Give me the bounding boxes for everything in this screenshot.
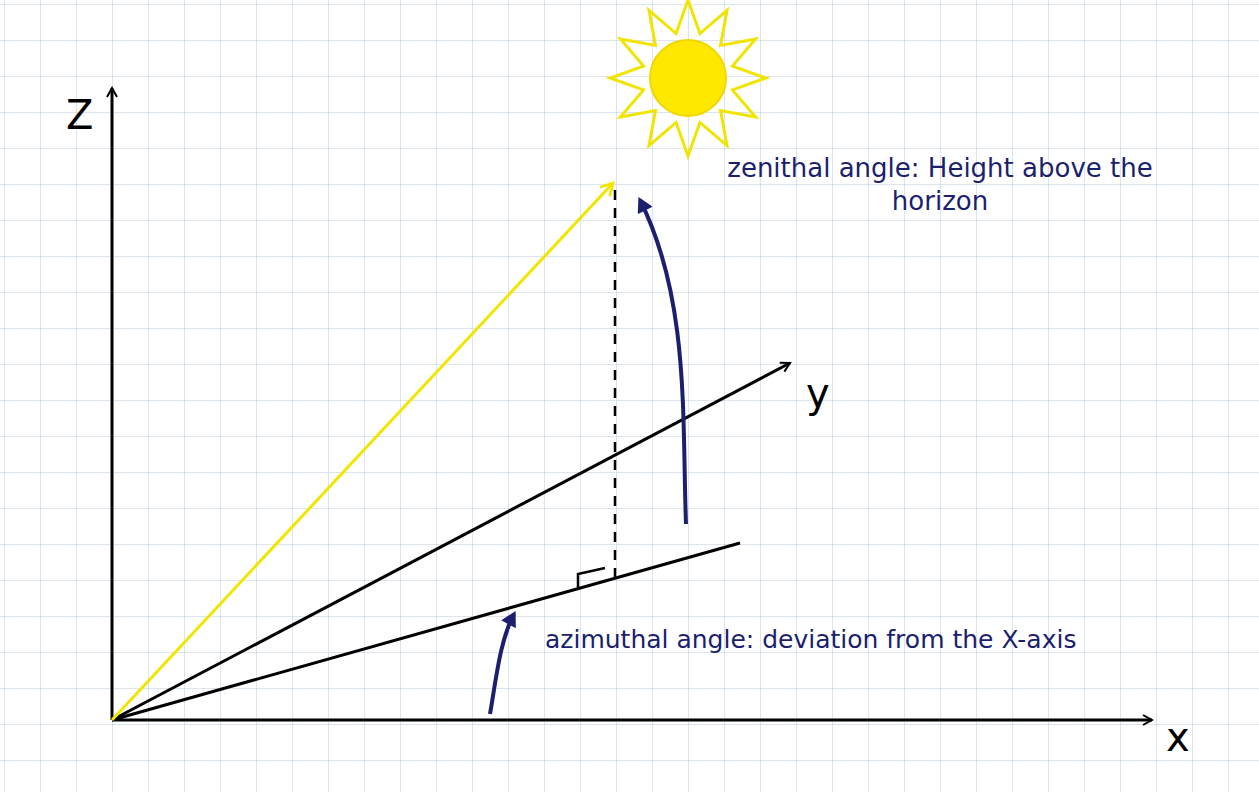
right-angle-mark bbox=[578, 568, 605, 590]
zenith-arrow bbox=[640, 200, 686, 524]
azimuth-arrow bbox=[490, 614, 514, 714]
dashed-drop-line bbox=[614, 190, 617, 582]
axis-label-x: x bbox=[1166, 712, 1190, 762]
zenith-angle-note: zenithal angle: Height above the horizon bbox=[705, 152, 1175, 217]
x-axis bbox=[112, 719, 1152, 722]
z-axis bbox=[111, 88, 114, 720]
axis-label-z: Z bbox=[66, 90, 93, 140]
sun bbox=[610, 0, 766, 156]
y-axis bbox=[112, 363, 790, 720]
sun-vector bbox=[112, 183, 613, 720]
azimuth-angle-note: azimuthal angle: deviation from the X-ax… bbox=[545, 624, 1076, 655]
axis-label-y: y bbox=[806, 368, 830, 418]
